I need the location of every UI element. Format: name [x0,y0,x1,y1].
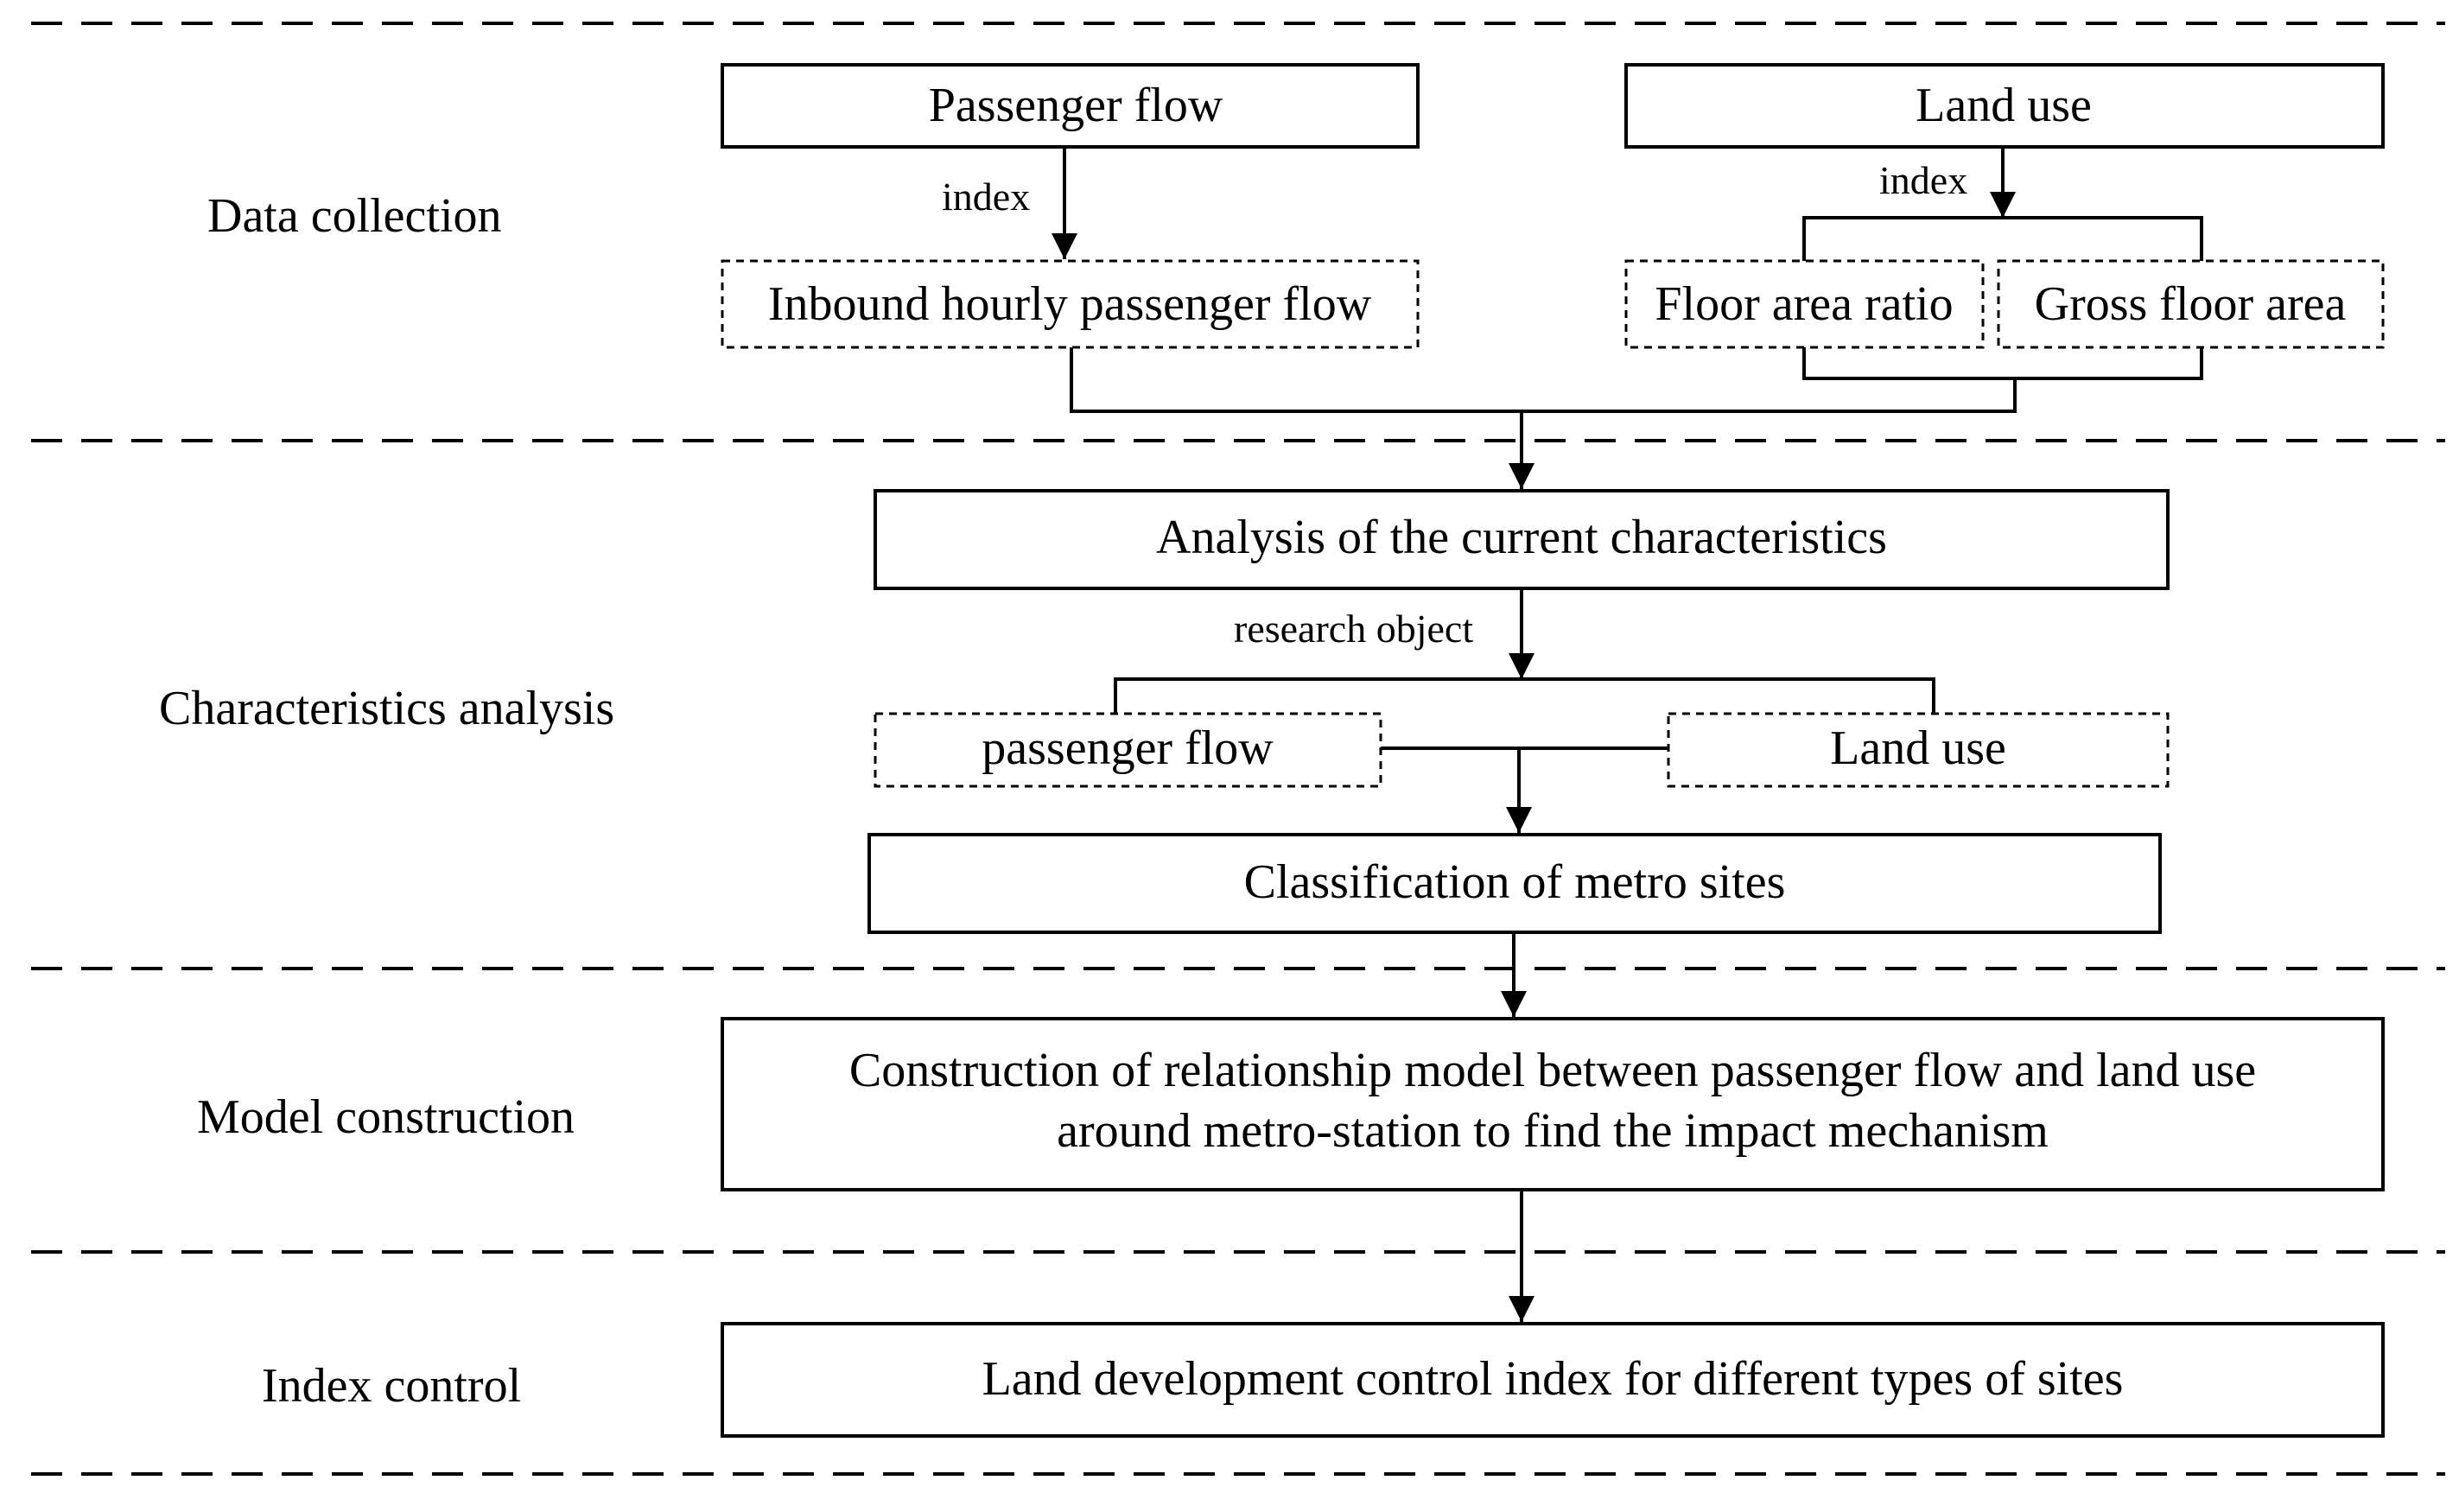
section-dividers [31,22,2445,1476]
edge-label-index-left: index [942,175,1030,219]
text-control-index: Land development control index for diffe… [982,1352,2124,1406]
text-model-line-1: Construction of relationship model betwe… [849,1044,2256,1097]
box-model [721,1017,2385,1191]
connector-merge-data [1070,347,2017,413]
text-land-use: Land use [1916,79,2092,132]
text-floor-area-ratio: Floor area ratio [1655,277,1953,331]
text-passenger-flow: Passenger flow [929,79,1223,132]
section-label-characteristics-analysis: Characteristics analysis [159,682,614,735]
box-gross-floor-area [1997,259,2385,349]
text-gross-floor-area: Gross floor area [2035,277,2347,331]
box-floor-area-ratio [1624,259,1985,349]
text-classification: Classification of metro sites [1244,855,1786,909]
box-passenger-flow-lower [874,712,1382,788]
box-control-index [721,1322,2385,1438]
text-passenger-flow-lower: passenger flow [982,721,1274,775]
edge-label-index-right: index [1879,158,1967,202]
box-passenger-flow [721,63,1420,149]
box-classification [867,833,2162,934]
text-land-use-lower: Land use [1830,721,2006,775]
section-label-model-construction: Model construction [197,1090,575,1144]
text-inbound-hourly: Inbound hourly passenger flow [768,277,1372,331]
box-analysis [874,489,2170,590]
bracket-land-use-indicators [1802,216,2203,261]
box-land-use-lower [1667,712,2170,788]
bracket-research-objects [1114,677,1935,714]
box-inbound-hourly [721,259,1420,349]
text-analysis: Analysis of the current characteristics [1156,511,1887,564]
section-label-data-collection: Data collection [207,189,502,243]
edge-label-research-object: research object [1234,607,1473,651]
bracket-land-use-join [1802,347,2203,380]
section-label-index-control: Index control [262,1359,521,1413]
text-model-line-2: around metro-station to find the impact … [1057,1104,2049,1158]
